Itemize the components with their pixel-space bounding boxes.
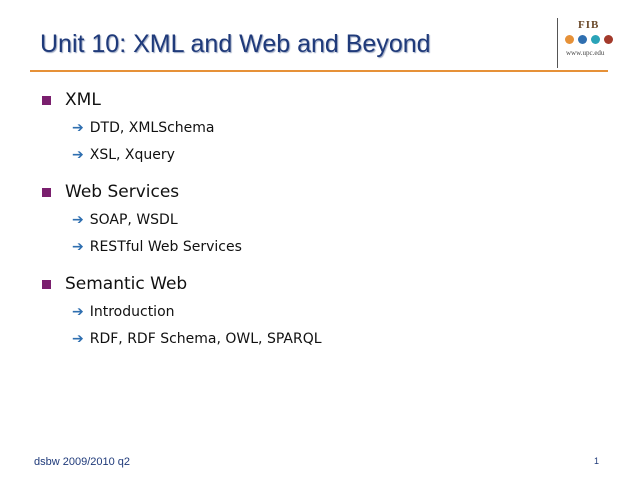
arrow-icon: ➔ — [72, 146, 84, 163]
logo-divider — [557, 18, 558, 68]
bullet-item: Semantic Web — [42, 270, 602, 298]
bullet-label: Semantic Web — [65, 274, 188, 294]
section: Web Services ➔ SOAP, WSDL ➔ RESTful Web … — [42, 178, 602, 260]
logo-dot-icon — [604, 35, 613, 44]
sub-bullet-item: ➔ SOAP, WSDL — [42, 206, 602, 233]
logo-dot-icon — [565, 35, 574, 44]
sub-bullet-item: ➔ RDF, RDF Schema, OWL, SPARQL — [42, 325, 602, 352]
sub-bullet-item: ➔ XSL, Xquery — [42, 141, 602, 168]
logo-url: www.upc.edu — [566, 49, 605, 57]
bullet-item: XML — [42, 86, 602, 114]
logo-dots — [565, 35, 613, 44]
bullet-item: Web Services — [42, 178, 602, 206]
fib-logo: FIB www.upc.edu — [560, 18, 640, 68]
sub-bullet-label: XSL, Xquery — [89, 146, 175, 163]
sub-bullet-label: SOAP, WSDL — [89, 211, 178, 228]
slide-content: XML ➔ DTD, XMLSchema ➔ XSL, Xquery Web S… — [42, 86, 602, 362]
arrow-icon: ➔ — [72, 238, 84, 255]
square-bullet-icon — [42, 279, 51, 289]
sub-bullet-label: RDF, RDF Schema, OWL, SPARQL — [89, 330, 322, 347]
logo-dot-icon — [578, 35, 587, 44]
arrow-icon: ➔ — [72, 330, 84, 347]
arrow-icon: ➔ — [72, 119, 84, 136]
page-number: 1 — [594, 456, 600, 466]
sub-bullet-label: Introduction — [89, 303, 175, 320]
sub-bullet-item: ➔ DTD, XMLSchema — [42, 114, 602, 141]
sub-bullet-item: ➔ RESTful Web Services — [42, 233, 602, 260]
sub-bullet-label: RESTful Web Services — [89, 238, 242, 255]
title-rule — [30, 70, 608, 72]
sub-bullet-item: ➔ Introduction — [42, 298, 602, 325]
logo-text: FIB — [578, 19, 600, 31]
bullet-label: XML — [65, 90, 101, 110]
square-bullet-icon — [42, 95, 51, 105]
slide-title: Unit 10: XML and Web and Beyond — [40, 30, 431, 58]
arrow-icon: ➔ — [72, 211, 84, 228]
bullet-label: Web Services — [65, 182, 180, 202]
sub-bullet-label: DTD, XMLSchema — [89, 119, 215, 136]
section: Semantic Web ➔ Introduction ➔ RDF, RDF S… — [42, 270, 602, 352]
arrow-icon: ➔ — [72, 303, 84, 320]
section: XML ➔ DTD, XMLSchema ➔ XSL, Xquery — [42, 86, 602, 168]
logo-dot-icon — [591, 35, 600, 44]
square-bullet-icon — [42, 187, 51, 197]
footer-course: dsbw 2009/2010 q2 — [34, 456, 131, 468]
